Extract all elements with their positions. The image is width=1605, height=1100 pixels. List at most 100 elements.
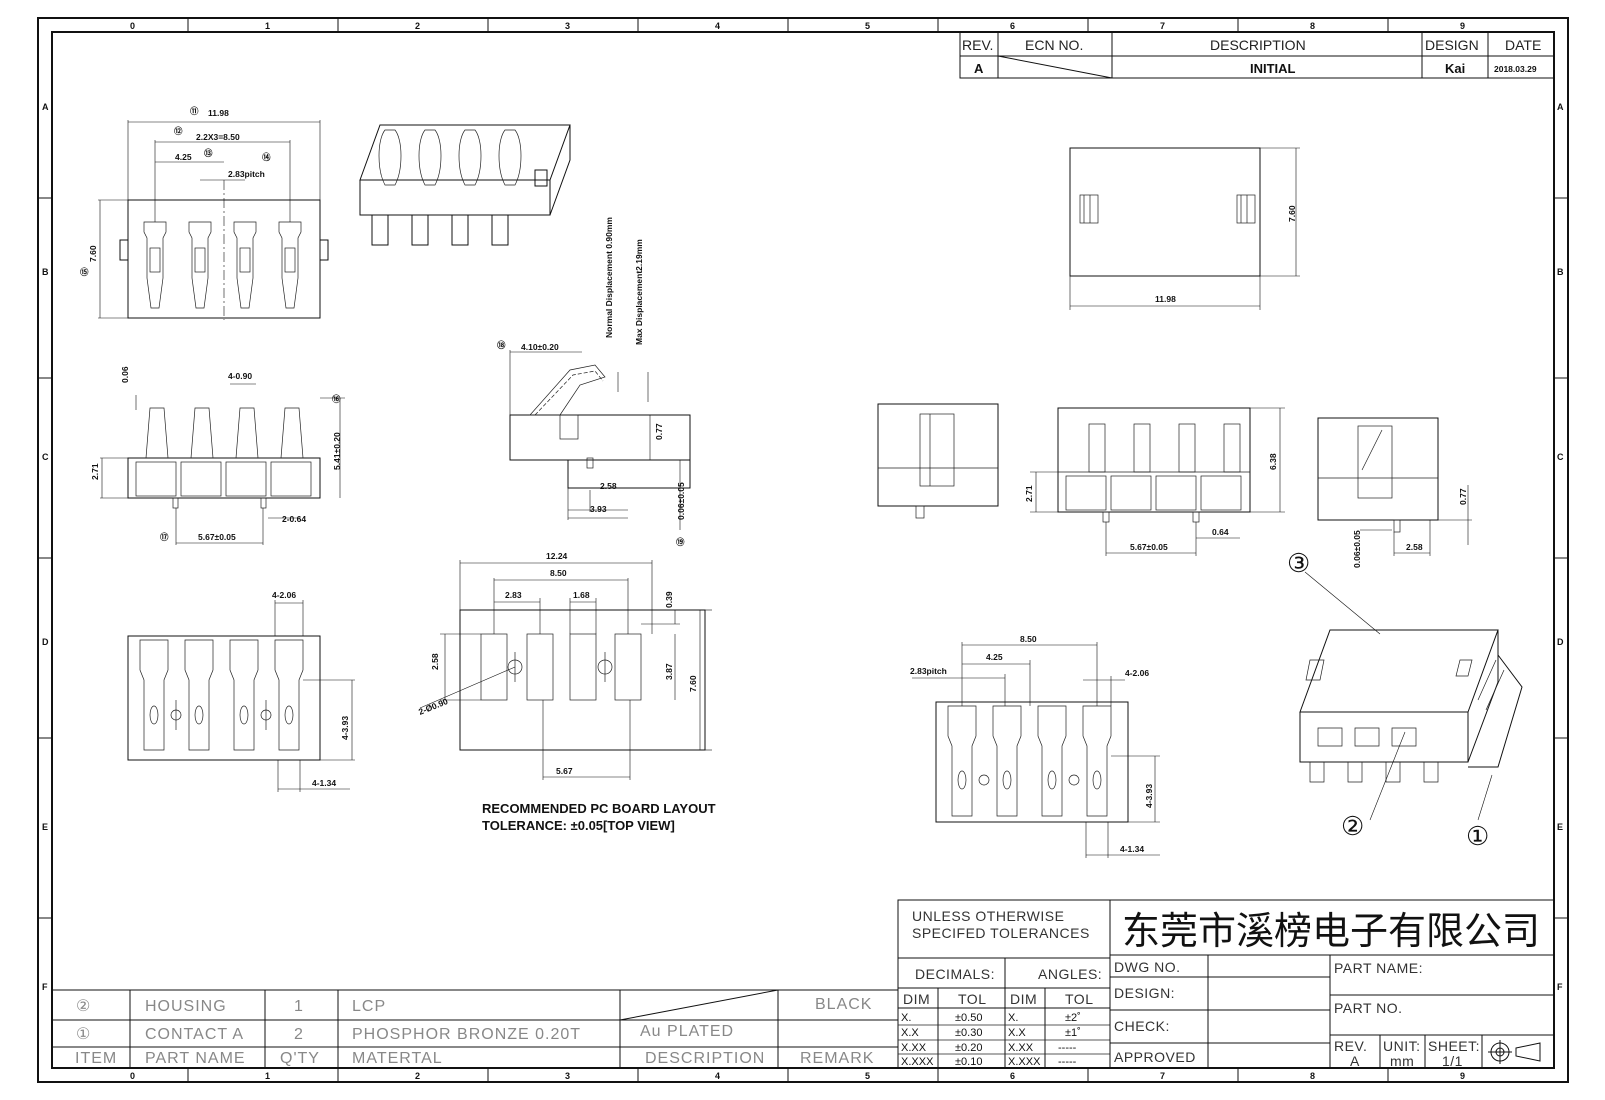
zone-row-d-right: D: [1557, 637, 1564, 647]
bom-row2-material: PHOSPHOR BRONZE 0.20T: [352, 1026, 581, 1043]
rb-dim-width: 4-2.06: [1125, 668, 1149, 678]
right-side-dim-t: 0.06±0.05: [1352, 530, 1362, 568]
tolerance-title-line1: UNLESS OTHERWISE: [912, 908, 1064, 924]
zone-col-0-top: 0: [130, 21, 135, 31]
pcb-layout: 12.24 8.50 2.83 1.68 2.58 2-Ø0.90 0.39 3…: [417, 551, 716, 833]
rev-label: REV.: [1334, 1038, 1367, 1054]
angles-label: ANGLES:: [1038, 966, 1102, 982]
dim-side-w2: 3.93: [590, 504, 607, 514]
right-side-view: 0.77 2.58 0.06±0.05: [1317, 417, 1472, 568]
zone-col-1-bottom: 1: [265, 1071, 270, 1081]
pcb-dim-mid: 3.87: [664, 663, 674, 680]
dim-side-h1: 0.77: [654, 423, 664, 440]
bom-header-material: MATERTAL: [352, 1050, 443, 1067]
dim-contact-width: 4-0.90: [228, 371, 252, 381]
zone-row-b-right: B: [1557, 267, 1564, 277]
zone-col-3-top: 3: [565, 21, 570, 31]
tag-16: ⑯: [332, 394, 341, 404]
dim-normal-displacement: Normal Displacement 0.90mm: [604, 217, 614, 338]
ang-row1-dim: X.: [1008, 1012, 1018, 1024]
company-name: 东莞市溪榜电子有限公司: [1122, 909, 1540, 953]
pcb-dim-top: 0.39: [664, 591, 674, 608]
zone-col-5-bottom: 5: [865, 1071, 870, 1081]
right-front-view: 6.38 2.71 5.67±0.05 0.64: [1024, 407, 1285, 556]
dim-overall-width: 11.98: [208, 108, 229, 118]
pcb-dim-span: 8.50: [550, 568, 567, 578]
dim-offset: 4.25: [175, 152, 192, 162]
rb-dim-offset: 4.25: [986, 652, 1003, 662]
bottom-view: 4-2.06 4-3.93 4-1.34: [127, 590, 355, 792]
zone-col-3-bottom: 3: [565, 1071, 570, 1081]
tag-15: ⑮: [80, 267, 89, 277]
ecn-header: ECN NO.: [1025, 37, 1083, 53]
right-front-dim-spacing: 5.67±0.05: [1130, 542, 1168, 552]
pcb-dim-gap: 1.68: [573, 590, 590, 600]
front-view: 0.06 4-0.90 5.41±0.20 2.71 2-0.64 5.67±0…: [90, 366, 345, 545]
tag-11: ⑪: [190, 106, 199, 116]
zone-col-6-top: 6: [1010, 21, 1015, 31]
right-end-view: [877, 403, 999, 519]
dim-pin-spacing: 5.67±0.05: [198, 532, 236, 542]
zone-row-c-left: C: [42, 452, 49, 462]
design-value: Kai: [1445, 61, 1465, 76]
description-value: INITIAL: [1250, 61, 1296, 76]
rb-dim-pitch: 2.83pitch: [910, 666, 947, 676]
dim-total-height: 5.41±0.20: [332, 432, 342, 470]
callout-1: ①: [1466, 822, 1489, 852]
design-header: DESIGN: [1425, 37, 1479, 53]
dim-side-w1: 2.58: [600, 481, 617, 491]
zone-col-2-top: 2: [415, 21, 420, 31]
zone-grid: [38, 18, 1568, 1082]
ang-row1-tol: ±2˚: [1065, 1012, 1081, 1024]
tolerance-title-line2: SPECIFED TOLERANCES: [912, 925, 1090, 941]
bom-row2-part-name: CONTACT A: [145, 1026, 244, 1043]
lin-row3-dim: X.XX: [901, 1042, 927, 1054]
zone-row-b-left: B: [42, 267, 49, 277]
zone-row-f-left: F: [42, 982, 48, 992]
rb-dim-pad: 4-1.34: [1120, 844, 1144, 854]
ang-row2-tol: ±1˚: [1065, 1027, 1081, 1039]
dim-bottom-width: 4-2.06: [272, 590, 296, 600]
right-top-view: 7.60 11.98: [1069, 147, 1300, 310]
tag-12: ⑫: [174, 126, 183, 136]
title-block: 东莞市溪榜电子有限公司 DWG NO. DESIGN: CHECK: APPRO…: [1109, 899, 1555, 1069]
ang-row4-dim: X.XXX: [1008, 1056, 1041, 1068]
lin-row1-dim: X.: [901, 1012, 911, 1024]
dim-pin-span: 2.2X3=8.50: [196, 132, 240, 142]
dwg-no-label: DWG NO.: [1114, 959, 1181, 975]
pcb-note-title: RECOMMENDED PC BOARD LAYOUT: [482, 801, 716, 816]
sheet-value: 1/1: [1442, 1053, 1463, 1069]
tolerance-block: UNLESS OTHERWISE SPECIFED TOLERANCES DEC…: [897, 899, 1111, 1069]
lin-row4-tol: ±0.10: [955, 1056, 982, 1068]
zone-col-5-top: 5: [865, 21, 870, 31]
approved-label: APPROVED: [1114, 1049, 1196, 1065]
tag-17: ⑰: [160, 532, 169, 542]
zone-col-6-bottom: 6: [1010, 1071, 1015, 1081]
tol-col-linear: TOL: [958, 991, 986, 1007]
description-header: DESCRIPTION: [1210, 37, 1306, 53]
tag-18: ⑱: [497, 340, 506, 350]
dim-max-displacement: Max Displacement2.19mm: [634, 239, 644, 345]
pcb-dim-overall: 12.24: [546, 551, 568, 561]
zone-row-e-left: E: [42, 822, 48, 832]
dim-pin-width: 2-0.64: [282, 514, 306, 524]
zone-col-4-top: 4: [715, 21, 720, 31]
dim-height: 7.60: [88, 245, 98, 262]
zone-col-2-bottom: 2: [415, 1071, 420, 1081]
date-header: DATE: [1505, 37, 1541, 53]
date-value: 2018.03.29: [1494, 64, 1537, 74]
zone-labels: 0 1 2 3 4 5 6 7 8 9 0 1 2 3 4 5 6 7 8 9 …: [42, 21, 1564, 1081]
bom-header-remark: REMARK: [800, 1050, 874, 1067]
side-detail-view: 4.10±0.20 Normal Displacement 0.90mm Max…: [497, 217, 691, 547]
decimals-label: DECIMALS:: [915, 966, 995, 982]
zone-row-e-right: E: [1557, 822, 1563, 832]
dim-tip: 0.06: [120, 366, 130, 383]
lin-row2-dim: X.X: [901, 1027, 919, 1039]
zone-col-7-bottom: 7: [1160, 1071, 1165, 1081]
lin-row3-tol: ±0.20: [955, 1042, 982, 1054]
tag-13: ⑬: [204, 148, 213, 158]
zone-col-1-top: 1: [265, 21, 270, 31]
dim-base-height: 2.71: [90, 463, 100, 480]
zone-col-9-bottom: 9: [1460, 1071, 1465, 1081]
rev-value: A: [974, 61, 984, 76]
